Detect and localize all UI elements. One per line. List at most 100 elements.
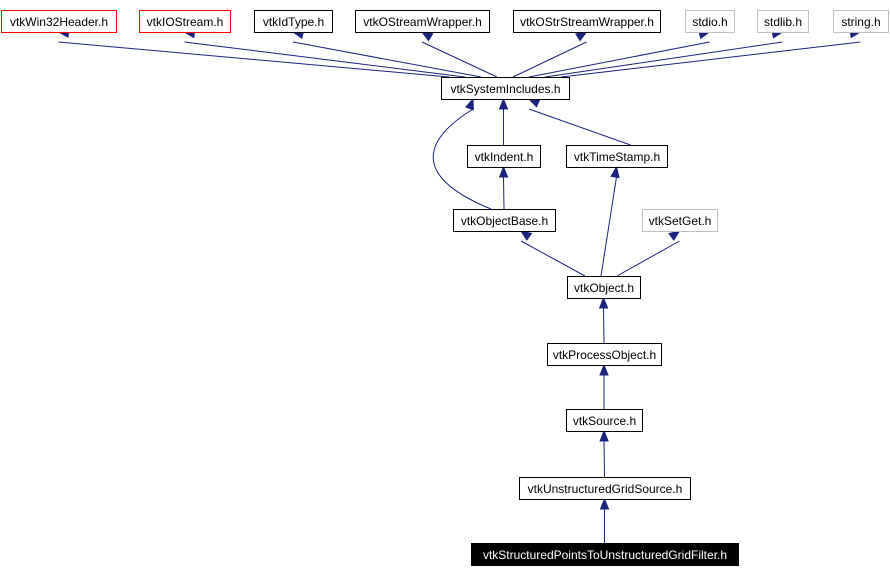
node-vtk-o-str-stream-wrapper[interactable]: vtkOStrStreamWrapper.h <box>513 10 661 33</box>
edge-vtk-unstructured-grid-source-to-vtk-source <box>599 429 609 478</box>
node-string: string.h <box>833 10 889 33</box>
node-label: vtkWin32Header.h <box>10 15 108 29</box>
edge-line <box>292 41 482 78</box>
arrowhead <box>498 97 509 110</box>
edge-line <box>421 41 498 78</box>
node-label: vtkIdType.h <box>263 15 324 29</box>
arrowhead <box>464 97 474 111</box>
edge-vtk-object-to-vtk-object-base <box>519 230 586 277</box>
node-label: vtkOStreamWrapper.h <box>363 15 482 29</box>
node-label: string.h <box>841 15 880 29</box>
edge-line <box>512 41 587 78</box>
edge-vtk-system-includes-to-vtk-o-stream-wrapper <box>420 31 498 78</box>
edge-line <box>58 41 450 78</box>
node-box <box>547 343 662 366</box>
edge-line <box>603 440 605 478</box>
node-label: vtkObject.h <box>574 281 634 295</box>
edge-vtk-process-object-to-vtk-object <box>598 296 609 344</box>
edge-vtk-system-includes-to-vtk-id-type <box>291 29 482 78</box>
arrowhead <box>519 230 533 241</box>
node-box <box>519 477 691 500</box>
edge-vtk-object-base-to-vtk-system-includes <box>432 97 492 210</box>
node-vtk-structured-points-to-unstructured-grid-filter[interactable]: vtkStructuredPointsToUnstructuredGridFil… <box>471 543 739 566</box>
edge-vtk-object-to-vtk-time-stamp <box>600 165 620 277</box>
node-box <box>441 77 570 100</box>
edge-line <box>503 176 505 210</box>
arrowhead <box>498 165 509 178</box>
node-vtk-object-base[interactable]: vtkObjectBase.h <box>453 209 556 232</box>
edge-line <box>544 41 783 78</box>
edge-vtk-object-to-vtk-set-get <box>616 230 681 277</box>
arrowhead <box>575 31 588 42</box>
edge-vtk-object-base-to-vtk-indent <box>498 165 509 210</box>
edge-vtk-source-to-vtk-process-object <box>599 363 609 409</box>
edge-vtk-system-includes-to-vtk-o-str-stream-wrapper <box>512 31 588 78</box>
edge-vtk-system-includes-to-vtk-win32-header <box>57 28 450 78</box>
node-box <box>757 10 809 33</box>
node-label: vtkSource.h <box>573 414 636 428</box>
arrowhead <box>610 165 620 179</box>
node-label: vtkSetGet.h <box>649 214 712 228</box>
node-box <box>566 409 643 432</box>
node-label: vtkIOStream.h <box>147 15 224 29</box>
edge-line <box>603 307 605 344</box>
node-vtk-io-stream[interactable]: vtkIOStream.h <box>139 10 231 33</box>
node-label: stdio.h <box>692 15 727 29</box>
arrowhead <box>527 98 541 108</box>
edge-line <box>528 108 631 146</box>
edge-line <box>184 41 466 78</box>
edge-vtk-system-includes-to-vtk-io-stream <box>183 28 466 78</box>
node-vtk-set-get: vtkSetGet.h <box>642 209 718 232</box>
node-box <box>139 10 231 33</box>
edge-vtk-time-stamp-to-vtk-system-includes <box>527 98 631 146</box>
node-vtk-o-stream-wrapper[interactable]: vtkOStreamWrapper.h <box>355 10 490 33</box>
arrowhead <box>599 363 609 376</box>
node-vtk-time-stamp[interactable]: vtkTimeStamp.h <box>566 145 668 168</box>
node-box <box>566 145 668 168</box>
edge-vtk-structured-points-to-unstructured-grid-filter-to-vtk-unstructured-grid-source <box>599 497 610 543</box>
arrowhead <box>668 230 681 241</box>
node-stdlib: stdlib.h <box>757 10 809 33</box>
edge-line <box>600 176 617 277</box>
edge-line <box>528 41 710 78</box>
node-label: vtkIndent.h <box>475 150 534 164</box>
node-box <box>467 145 541 168</box>
arrowhead <box>420 31 434 42</box>
nodes-layer: vtkWin32Header.h vtkIOStream.h vtkIdType.h… <box>1 10 889 566</box>
arrowhead <box>599 497 610 510</box>
node-box <box>453 209 556 232</box>
node-box <box>513 10 661 33</box>
node-vtk-object[interactable]: vtkObject.h <box>567 276 641 299</box>
node-vtk-process-object[interactable]: vtkProcessObject.h <box>547 343 662 366</box>
node-box <box>685 10 735 33</box>
edge-line <box>616 240 680 277</box>
node-box <box>1 10 117 33</box>
node-vtk-system-includes[interactable]: vtkSystemIncludes.h <box>441 77 570 100</box>
node-label: vtkSystemIncludes.h <box>450 82 560 96</box>
edge-line <box>520 240 586 277</box>
node-box <box>471 543 739 566</box>
node-vtk-source[interactable]: vtkSource.h <box>566 409 643 432</box>
node-label: vtkOStrStreamWrapper.h <box>520 15 654 29</box>
edge-vtk-indent-to-vtk-system-includes <box>498 97 509 145</box>
edges-layer <box>57 28 862 543</box>
arrowhead <box>598 296 609 309</box>
node-label: vtkUnstructuredGridSource.h <box>528 482 683 496</box>
edge-vtk-system-includes-to-string <box>560 28 862 78</box>
node-vtk-win32-header[interactable]: vtkWin32Header.h <box>1 10 117 33</box>
node-label: vtkObjectBase.h <box>461 214 548 228</box>
node-box <box>355 10 490 33</box>
node-box <box>642 209 718 232</box>
node-label: vtkProcessObject.h <box>553 348 656 362</box>
node-stdio: stdio.h <box>685 10 735 33</box>
node-box <box>567 276 641 299</box>
edge-line <box>560 41 861 78</box>
node-vtk-indent[interactable]: vtkIndent.h <box>467 145 541 168</box>
node-box <box>254 10 333 33</box>
node-vtk-unstructured-grid-source[interactable]: vtkUnstructuredGridSource.h <box>519 477 691 500</box>
node-vtk-id-type[interactable]: vtkIdType.h <box>254 10 333 33</box>
node-box <box>833 10 889 33</box>
node-label: vtkStructuredPointsToUnstructuredGridFil… <box>483 548 727 562</box>
edge-line <box>432 108 492 210</box>
